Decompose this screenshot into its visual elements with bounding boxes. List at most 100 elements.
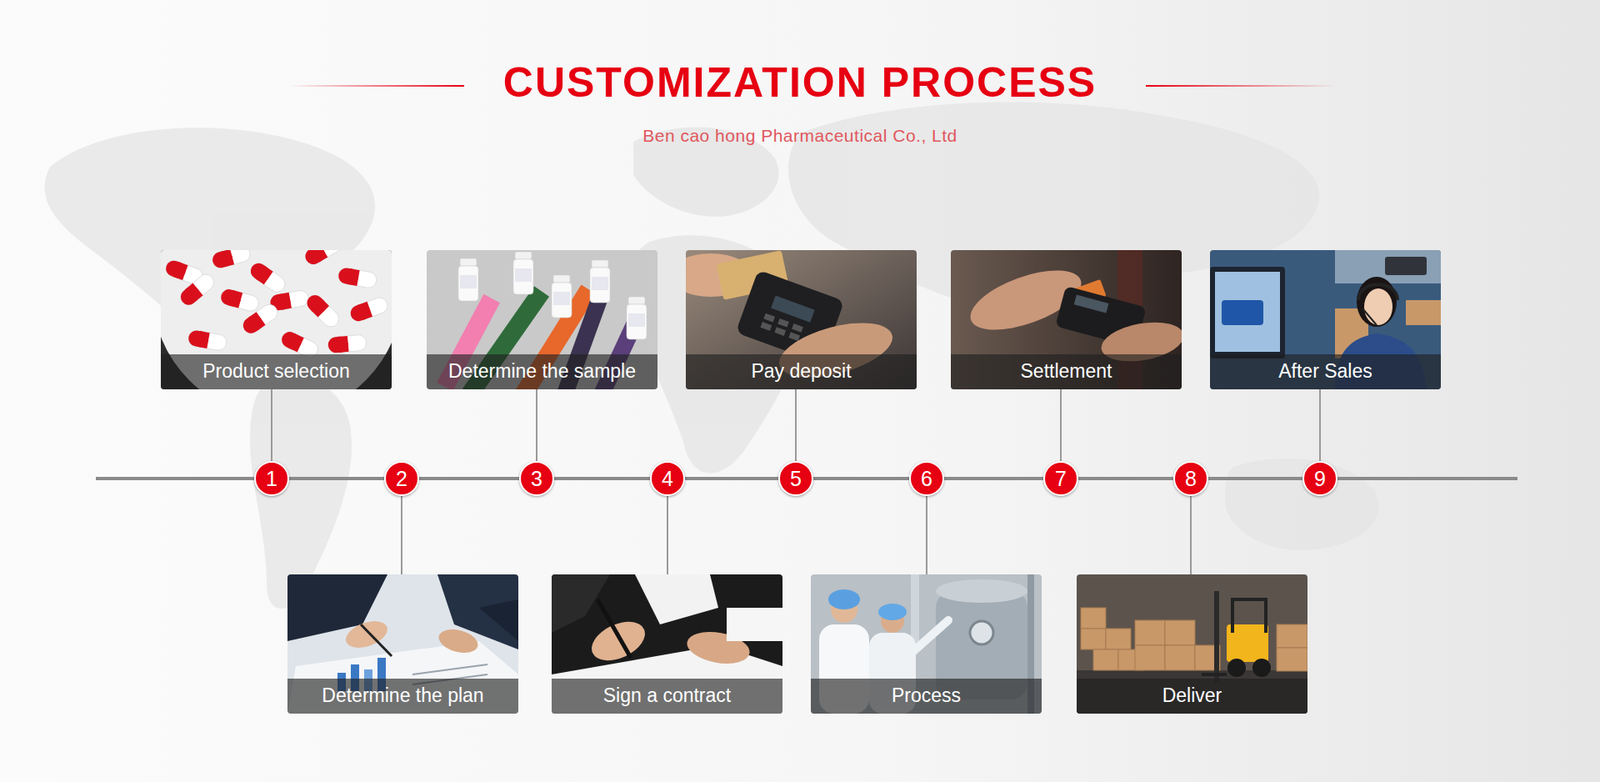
illustration-part <box>177 270 217 308</box>
step-number: 4 <box>661 468 674 490</box>
leader-connector <box>270 389 273 461</box>
illustration-part <box>1276 647 1308 671</box>
illustration-part <box>160 250 392 390</box>
step-label: Settlement <box>950 354 1182 390</box>
illustration-part <box>348 295 390 324</box>
company-subtitle: Ben cao hong Pharmaceutical Co., Ltd <box>0 125 1600 145</box>
card-payment-photo <box>685 250 917 390</box>
world-map <box>45 102 1380 609</box>
illustration-part <box>626 296 647 340</box>
timeline-end <box>1337 476 1518 480</box>
sample-bottles-photo <box>426 250 658 390</box>
illustration-part <box>1276 624 1308 648</box>
illustration-part <box>1080 607 1106 629</box>
step-number-circle: 6 <box>909 460 945 496</box>
step-photo-box: Settlement <box>950 250 1182 390</box>
illustration-part <box>551 275 572 318</box>
step-photo-box: After Sales <box>1210 250 1441 390</box>
production-photo <box>810 574 1042 714</box>
illustration-part <box>327 334 367 354</box>
step-label: Sign a contract <box>551 678 783 714</box>
step-number: 3 <box>530 468 543 490</box>
illustration-part <box>426 250 658 390</box>
illustration-part <box>1093 649 1119 670</box>
illustration-part <box>1105 628 1131 650</box>
contract-photo <box>551 574 783 714</box>
illustration-part <box>970 620 994 645</box>
illustration-part <box>770 295 815 323</box>
illustration-part <box>685 250 917 390</box>
illustration-part <box>1201 672 1227 676</box>
step-photo-box: Determine the sample <box>426 250 658 390</box>
illustration-part <box>763 313 775 323</box>
step-number-circle: 8 <box>1173 460 1209 496</box>
illustration-part <box>828 589 860 610</box>
illustration-part <box>513 251 534 295</box>
illustration-part <box>1356 276 1397 327</box>
illustration-part <box>1074 295 1110 314</box>
illustration-part <box>1210 266 1285 359</box>
step-number-circle: 4 <box>650 460 685 496</box>
step-label: Deliver <box>1076 678 1308 714</box>
title-rule <box>1145 85 1337 87</box>
illustration-part <box>760 313 804 341</box>
illustration-part <box>435 625 480 657</box>
planning-photo <box>287 574 519 714</box>
illustration-part <box>910 620 949 654</box>
timeline-segment <box>944 476 1044 480</box>
illustration-part <box>1135 645 1165 670</box>
illustration-part <box>304 291 343 330</box>
illustration-part <box>458 258 479 301</box>
timeline-segment <box>685 476 779 480</box>
illustration-part <box>635 574 719 625</box>
illustration-part <box>1214 590 1220 683</box>
timeline-segment <box>289 476 385 480</box>
illustration-part <box>1362 308 1377 325</box>
illustration-part <box>551 574 783 714</box>
illustration-part <box>950 250 1182 390</box>
illustration-part <box>788 331 800 341</box>
illustration-part <box>302 250 344 267</box>
illustration-part <box>287 574 519 714</box>
leader-connector <box>925 495 928 575</box>
illustration-part <box>551 574 610 633</box>
illustration-part <box>1225 458 1379 550</box>
leader-connector <box>1190 495 1192 575</box>
illustration-part <box>240 301 281 337</box>
step-number-circle: 3 <box>519 460 555 496</box>
timeline-segment <box>419 476 520 480</box>
step-label: Process <box>810 678 1042 714</box>
step-number: 9 <box>1314 468 1326 490</box>
illustration-part <box>1080 607 1308 671</box>
illustration-part <box>1230 599 1235 633</box>
illustration-part <box>1165 645 1195 670</box>
timeline-segment <box>813 476 910 480</box>
step-number: 1 <box>265 468 278 490</box>
timeline-segment <box>554 476 650 480</box>
illustration-part <box>250 376 352 609</box>
step-number: 5 <box>790 468 802 490</box>
illustration-part <box>935 579 1028 603</box>
leader-connector <box>666 495 669 575</box>
settlement-photo <box>950 250 1182 390</box>
illustration-part <box>412 664 488 675</box>
illustration-part <box>777 318 790 328</box>
step-photo-box: Deliver <box>1076 574 1308 714</box>
step-number-circle: 9 <box>1302 460 1338 496</box>
illustration-part <box>337 266 379 290</box>
illustration-part <box>590 260 610 303</box>
warehouse-photo <box>1076 574 1308 714</box>
illustration-part <box>1227 658 1246 677</box>
step-photo-box: Process <box>810 574 1042 714</box>
illustration-part <box>479 599 519 641</box>
step-photo-box: Determine the plan <box>287 574 519 714</box>
illustration-part <box>791 323 804 333</box>
illustration-part <box>810 574 1042 714</box>
illustration-part <box>1364 288 1393 325</box>
leader-connector <box>1319 389 1321 461</box>
step-number: 7 <box>1055 468 1067 490</box>
title-rule <box>289 85 465 87</box>
